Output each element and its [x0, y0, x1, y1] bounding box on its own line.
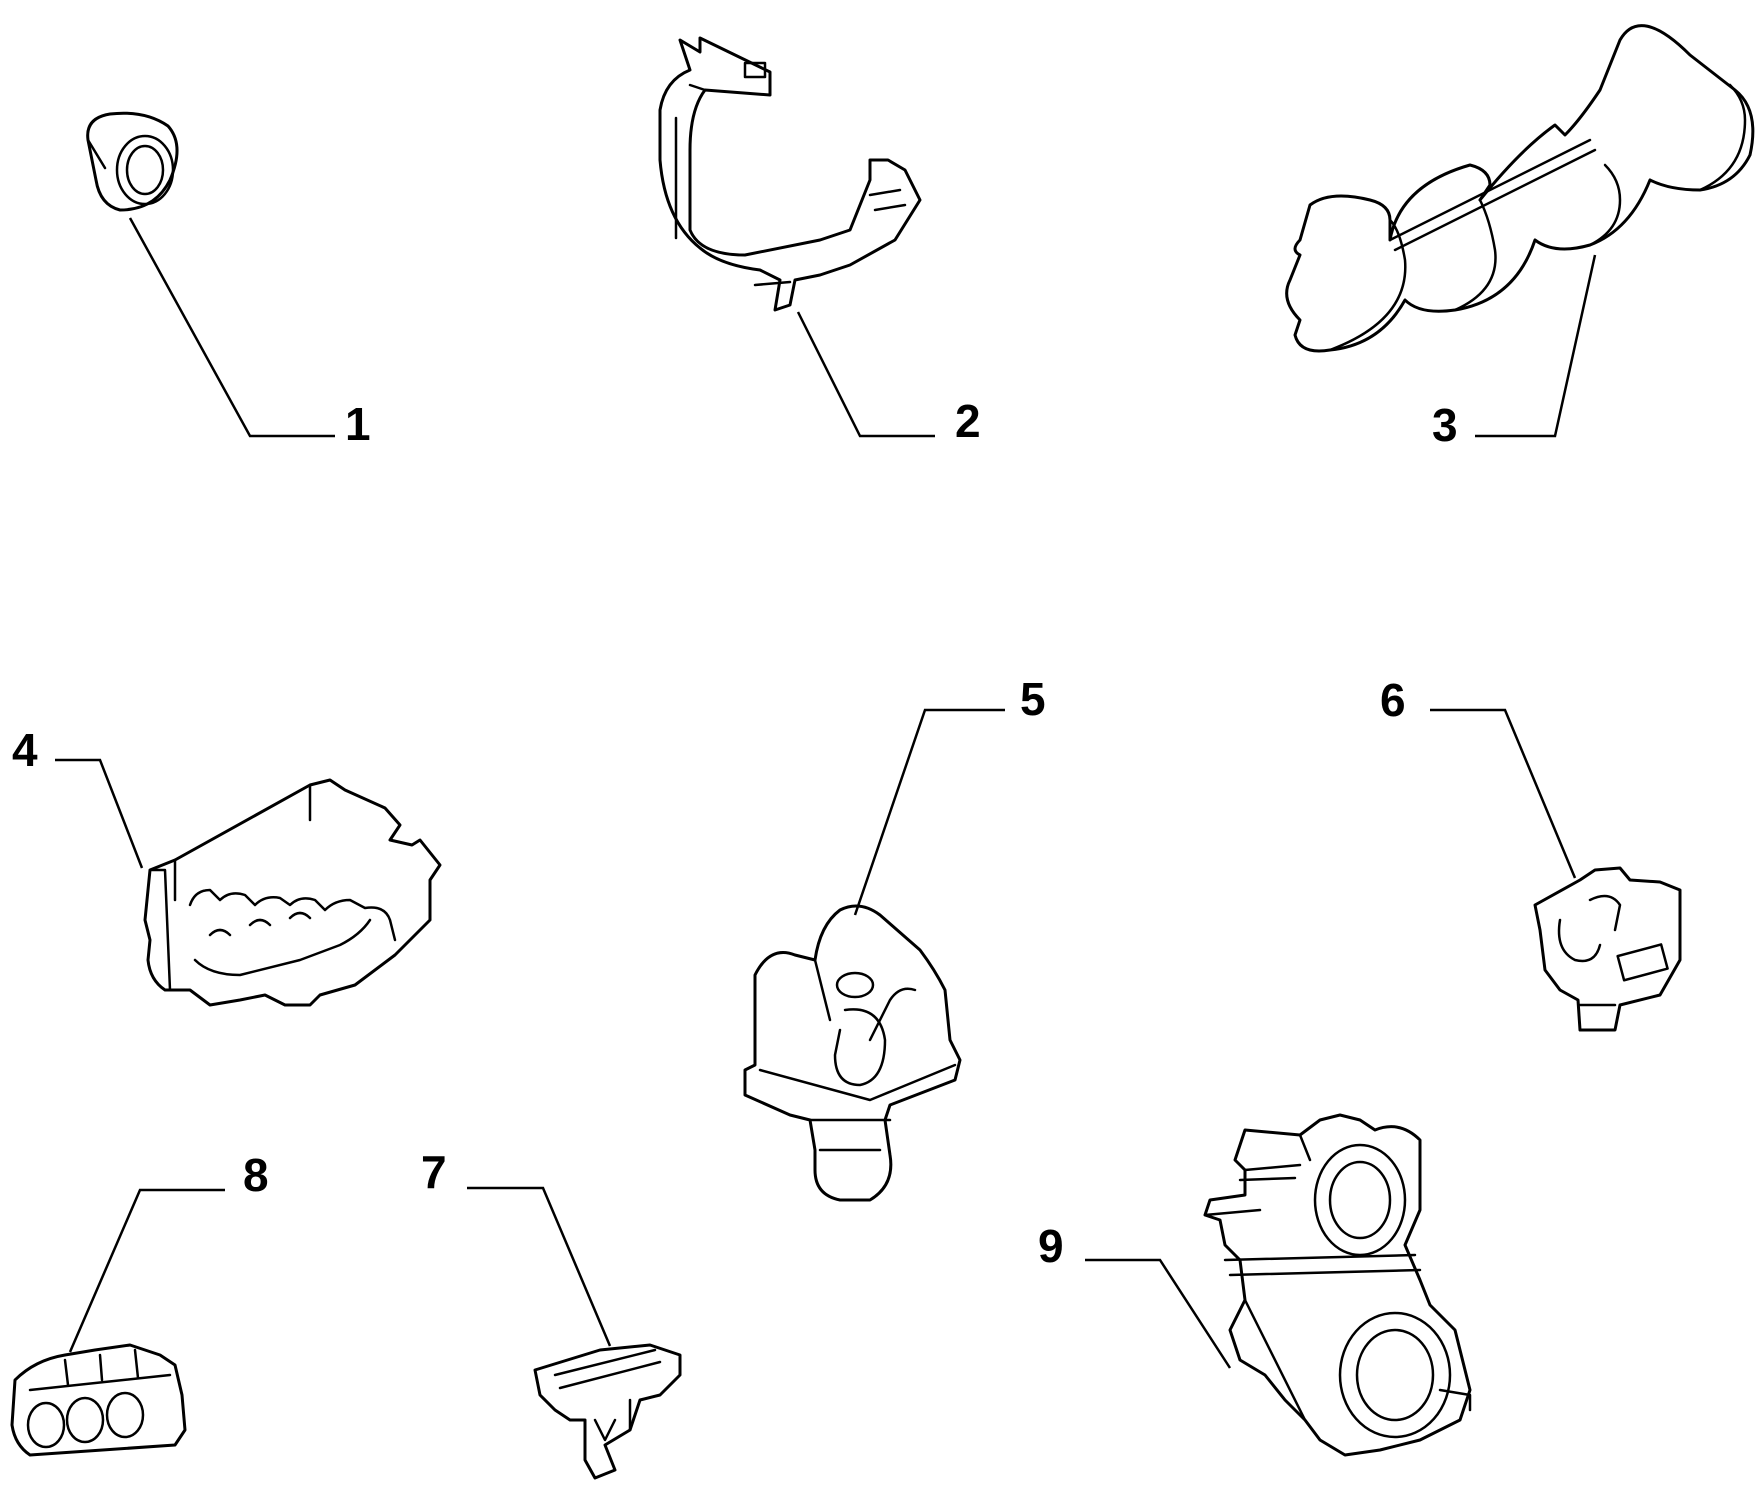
part-7-push-clip-drawing [533, 1343, 682, 1480]
callout-6: 6 [1380, 674, 1406, 726]
part-3-pipe-cradle-drawing [1285, 24, 1755, 353]
leader-line-2 [796, 311, 935, 438]
leader-line-1 [128, 217, 335, 438]
part-2-bracket-drawing [658, 36, 922, 312]
part-9-stacked-pipe-holder-drawing [1203, 1113, 1472, 1457]
leader-line-5 [853, 708, 1005, 916]
part-5-double-pipe-clip-drawing [743, 904, 962, 1202]
callout-5: 5 [1020, 673, 1046, 725]
leader-line-7 [467, 1186, 612, 1347]
callout-9: 9 [1038, 1220, 1064, 1272]
callout-2: 2 [955, 395, 981, 447]
part-6-square-clip-drawing [1533, 866, 1682, 1032]
callout-1: 1 [345, 398, 371, 450]
callout-7: 7 [421, 1146, 447, 1198]
leader-line-3 [1475, 254, 1597, 438]
part-4-harness-clip-drawing [143, 778, 442, 1007]
leader-line-6 [1430, 708, 1577, 879]
leader-line-8 [68, 1188, 225, 1353]
leader-line-4 [55, 758, 144, 869]
leader-line-9 [1085, 1258, 1232, 1369]
callout-4: 4 [12, 724, 38, 776]
callout-3: 3 [1432, 399, 1458, 451]
callout-8: 8 [243, 1149, 269, 1201]
part-1-grommet-drawing [86, 111, 179, 212]
part-8-triple-hole-clip-drawing [10, 1343, 187, 1457]
